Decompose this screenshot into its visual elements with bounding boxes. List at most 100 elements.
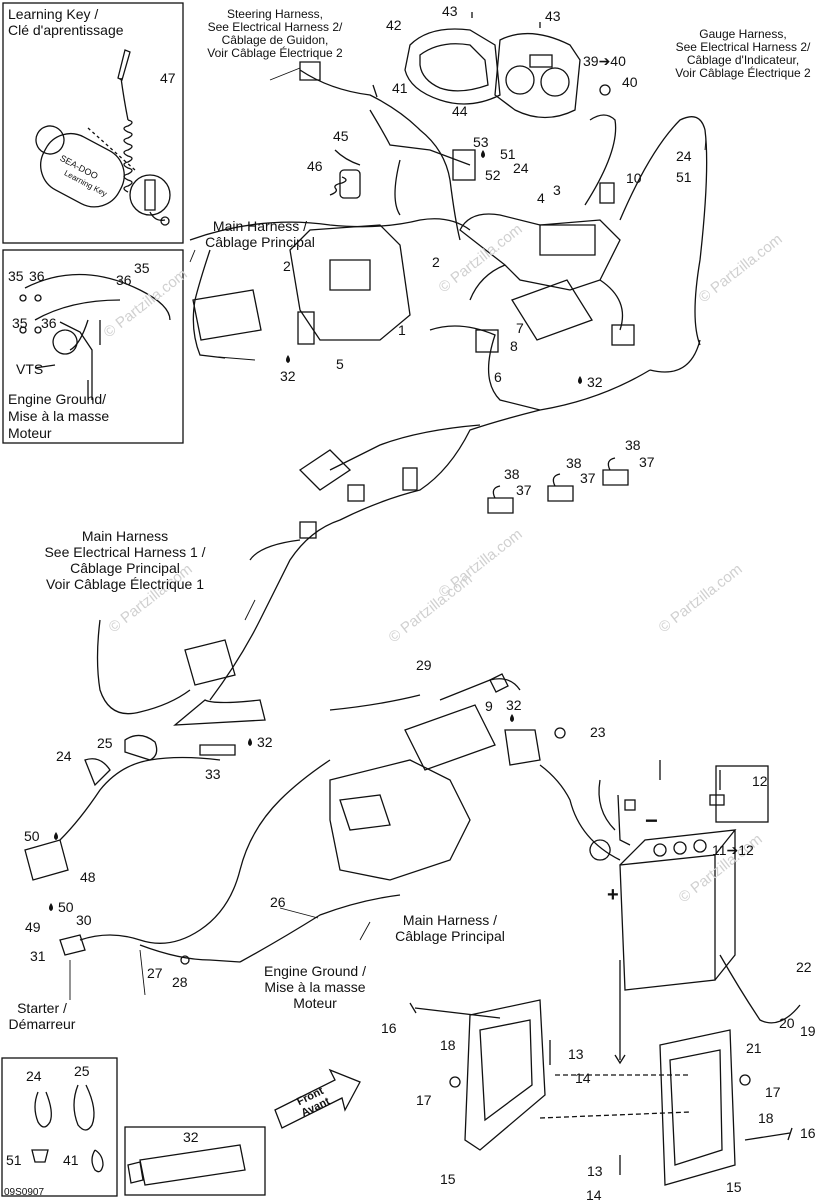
callout-24: 24 [56, 748, 72, 764]
callout-42: 42 [386, 17, 402, 33]
callout-37: 37 [516, 482, 532, 498]
callout-28: 28 [172, 974, 188, 990]
callout-10: 10 [626, 170, 642, 186]
leader-lines [69, 67, 707, 1000]
callout-24: 24 [676, 148, 692, 164]
fluid-drops [49, 150, 582, 911]
learning-key-title-fr: Clé d'aprentissage [8, 22, 124, 38]
gauge-harness-label: Gauge Harness, See Electrical Harness 2/… [660, 28, 826, 80]
gauge-harness-line: Gauge Harness, [699, 27, 787, 41]
engine-ground-label: Engine Ground / Mise à la masse Moteur [240, 963, 390, 1011]
callout-4: 4 [537, 190, 545, 206]
callout-30: 30 [76, 912, 92, 928]
battery-drawing [598, 760, 801, 1024]
callout-50: 50 [24, 828, 40, 844]
battery-plus-sign: + [607, 884, 619, 906]
callout-15: 15 [440, 1171, 456, 1187]
callout-35: 35 [12, 315, 28, 331]
steering-harness-label: Steering Harness, See Electrical Harness… [180, 8, 370, 60]
lower-harness-drawing [24, 673, 621, 965]
callout-51: 51 [500, 146, 516, 162]
callout-35: 35 [134, 260, 150, 276]
vts-label: VTS [16, 361, 44, 377]
callout-38: 38 [504, 466, 520, 482]
callout-25: 25 [97, 735, 113, 751]
callout-32: 32 [280, 368, 296, 384]
steering-harness-line: Steering Harness, [226, 7, 324, 21]
callout-43: 43 [545, 8, 561, 24]
legend-callout-24: 24 [26, 1068, 42, 1084]
main-harness-line: Câblage Principal [205, 234, 315, 250]
callout-7: 7 [516, 320, 524, 336]
callout-49: 49 [25, 919, 41, 935]
clip-groups-drawing [487, 457, 629, 514]
callout-51: 51 [676, 169, 692, 185]
callout-37: 37 [639, 454, 655, 470]
callout-6: 6 [494, 369, 502, 385]
main-harness-line: Voir Câblage Électrique 1 [46, 576, 204, 592]
callout-23: 23 [590, 724, 606, 740]
ground-inset-drawing [19, 273, 171, 400]
engine-ground-line: Engine Ground / [264, 963, 366, 979]
callout-26: 26 [270, 894, 286, 910]
callout-9: 9 [485, 698, 493, 714]
callout-8: 8 [510, 338, 518, 354]
callout-18: 18 [758, 1110, 774, 1126]
callout-22: 22 [796, 959, 812, 975]
main-harness-upper-drawing [189, 114, 708, 411]
callout-40: 40 [622, 74, 638, 90]
main-harness-line: See Electrical Harness 1 / [44, 544, 206, 560]
engine-ground-inset-label-fr2: Moteur [8, 425, 52, 441]
callout-14: 14 [575, 1070, 591, 1086]
callout-24: 24 [513, 160, 529, 176]
callout-19: 19 [800, 1023, 816, 1039]
learning-key-inset-frame [2, 2, 184, 244]
main-harness-bottom-label: Main Harness / Câblage Principal [375, 912, 525, 944]
callout-50: 50 [58, 899, 74, 915]
callout-32: 32 [587, 374, 603, 390]
learning-key-drawing [35, 49, 171, 226]
main-harness-line: Main Harness / [212, 218, 308, 234]
callout-45: 45 [333, 128, 349, 144]
gauge-harness-line: Câblage d'Indicateur, [686, 53, 800, 67]
steering-harness-line: Câblage de Guidon, [221, 33, 329, 47]
engine-ground-line: Moteur [293, 995, 337, 1011]
callout-36: 36 [29, 268, 45, 284]
clips-legend-frame [1, 1057, 118, 1197]
main-harness-top-label: Main Harness / Câblage Principal [190, 218, 330, 250]
callout-43: 43 [442, 3, 458, 19]
engine-ground-inset-label-fr: Mise à la masse [8, 408, 110, 424]
callout-18: 18 [440, 1037, 456, 1053]
front-direction-arrow [274, 1068, 361, 1129]
steering-harness-drawing [299, 61, 476, 241]
callout-16: 16 [381, 1020, 397, 1036]
gauge-harness-line: See Electrical Harness 2/ [675, 40, 811, 54]
main-harness-line: Main Harness [81, 528, 169, 544]
callout-13: 13 [587, 1163, 603, 1179]
ground-inset-frame [2, 249, 184, 444]
callout-11-12: 11➔12 [712, 842, 754, 858]
gauge-harness-line: Voir Câblage Électrique 2 [675, 66, 811, 80]
callout-13: 13 [568, 1046, 584, 1062]
main-harness-line: Main Harness / [402, 912, 498, 928]
callout-35: 35 [8, 268, 24, 284]
diagram-code: 09S0907 [4, 1187, 45, 1198]
callout-37: 37 [580, 470, 596, 486]
steering-harness-line: See Electrical Harness 2/ [207, 20, 343, 34]
callout-38: 38 [566, 455, 582, 471]
legend-callout-25: 25 [74, 1063, 90, 1079]
callout-32: 32 [257, 734, 273, 750]
tube-callout-32: 32 [183, 1129, 199, 1145]
callout-3: 3 [553, 182, 561, 198]
callout-14: 14 [586, 1187, 602, 1203]
callout-36: 36 [116, 272, 132, 288]
callout-15: 15 [726, 1179, 742, 1195]
gauge-cluster-drawing [404, 12, 611, 119]
callout-33: 33 [205, 766, 221, 782]
battery-brackets-drawing [409, 960, 793, 1186]
callout-41: 41 [392, 80, 408, 96]
callout-12: 12 [752, 773, 768, 789]
starter-line: Starter / [17, 1000, 67, 1016]
